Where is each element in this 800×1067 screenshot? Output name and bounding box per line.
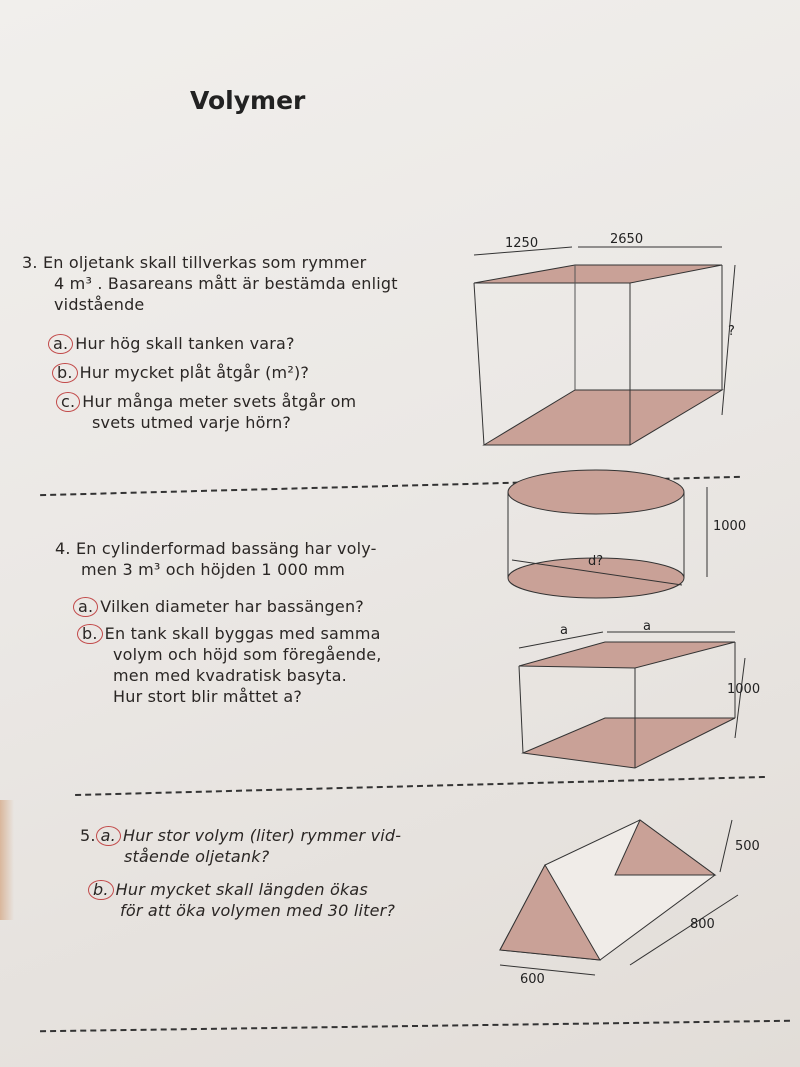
page-title: Volymer [190,86,306,115]
problem-text: vidstående [54,295,145,314]
question-3b: b.Hur mycket plåt åtgår (m²)? [22,362,422,383]
dim-length-label: 800 [690,917,715,932]
problem-number: 5. [80,826,96,845]
annotation-circle: a. [95,826,121,846]
question-text: volym och höjd som föregående, [113,645,382,664]
annotation-circle: a. [48,334,74,354]
problem-5: 5.a.Hur stor volym (liter) rymmer vid- s… [80,825,440,921]
dim-base-label: 600 [520,972,545,987]
question-text: Hur mycket plåt åtgår (m²)? [79,363,310,382]
annotation-circle: c. [56,392,81,412]
dim-height-label: 1000 [713,519,746,534]
problem-number: 3. [22,253,38,272]
question-text: Hur hög skall tanken vara? [75,334,295,353]
question-3a: a.Hur hög skall tanken vara? [22,333,422,354]
figure-box-tank: 1250 2650 ? [473,232,736,446]
question-4b: b.En tank skall byggas med samma volym o… [55,623,435,707]
question-text: Hur stor volym (liter) rymmer vid- [122,826,402,845]
dim-height-label: 1000 [727,682,760,697]
question-text: stående oljetank? [124,847,270,866]
question-text: svets utmed varje hörn? [92,413,292,432]
figure-triangular-prism: 500 800 600 [499,819,760,987]
dim-height-label: 500 [735,839,760,854]
question-text: Hur många meter svets åtgår om [82,392,357,411]
dim-a-label: a [643,619,651,634]
annotation-circle: b. [88,880,114,900]
dim-depth-label: 1250 [505,236,538,251]
annotation-circle: b. [52,363,78,383]
problem-text: 4 m³ . Basareans mått är bestämda enligt [54,274,398,293]
question-text: Hur stort blir måttet a? [113,687,303,706]
dim-height-label: ? [728,324,735,339]
question-text: för att öka volymen med 30 liter? [120,901,396,920]
problem-text: En cylinderformad bassäng har voly- [75,539,377,558]
divider [40,1019,790,1033]
dim-diameter-label: d? [588,554,603,569]
annotation-circle: b. [77,624,103,644]
figure-square-tank: a a 1000 [518,619,760,769]
problem-4: 4. En cylinderformad bassäng har voly- m… [55,538,435,707]
finger-shadow [0,800,14,920]
dim-a-label: a [560,623,568,638]
question-3c: c.Hur många meter svets åtgår om svets u… [22,391,422,433]
dim-width-label: 2650 [610,232,643,247]
divider [75,775,765,797]
question-text: Hur mycket skall längden ökas [115,880,368,899]
question-text: men med kvadratisk basyta. [113,666,347,685]
figure-cylinder: 1000 d? [507,469,746,599]
annotation-circle: a. [73,597,99,617]
question-text: Vilken diameter har bassängen? [100,597,364,616]
question-text: En tank skall byggas med samma [104,624,381,643]
question-4a: a.Vilken diameter har bassängen? [55,596,435,617]
problem-3: 3. En oljetank skall tillverkas som rymm… [22,252,422,433]
problem-number: 4. [55,539,71,558]
problem-text: men 3 m³ och höjden 1 000 mm [81,560,346,579]
problem-text: En oljetank skall tillverkas som rymmer [42,253,367,272]
